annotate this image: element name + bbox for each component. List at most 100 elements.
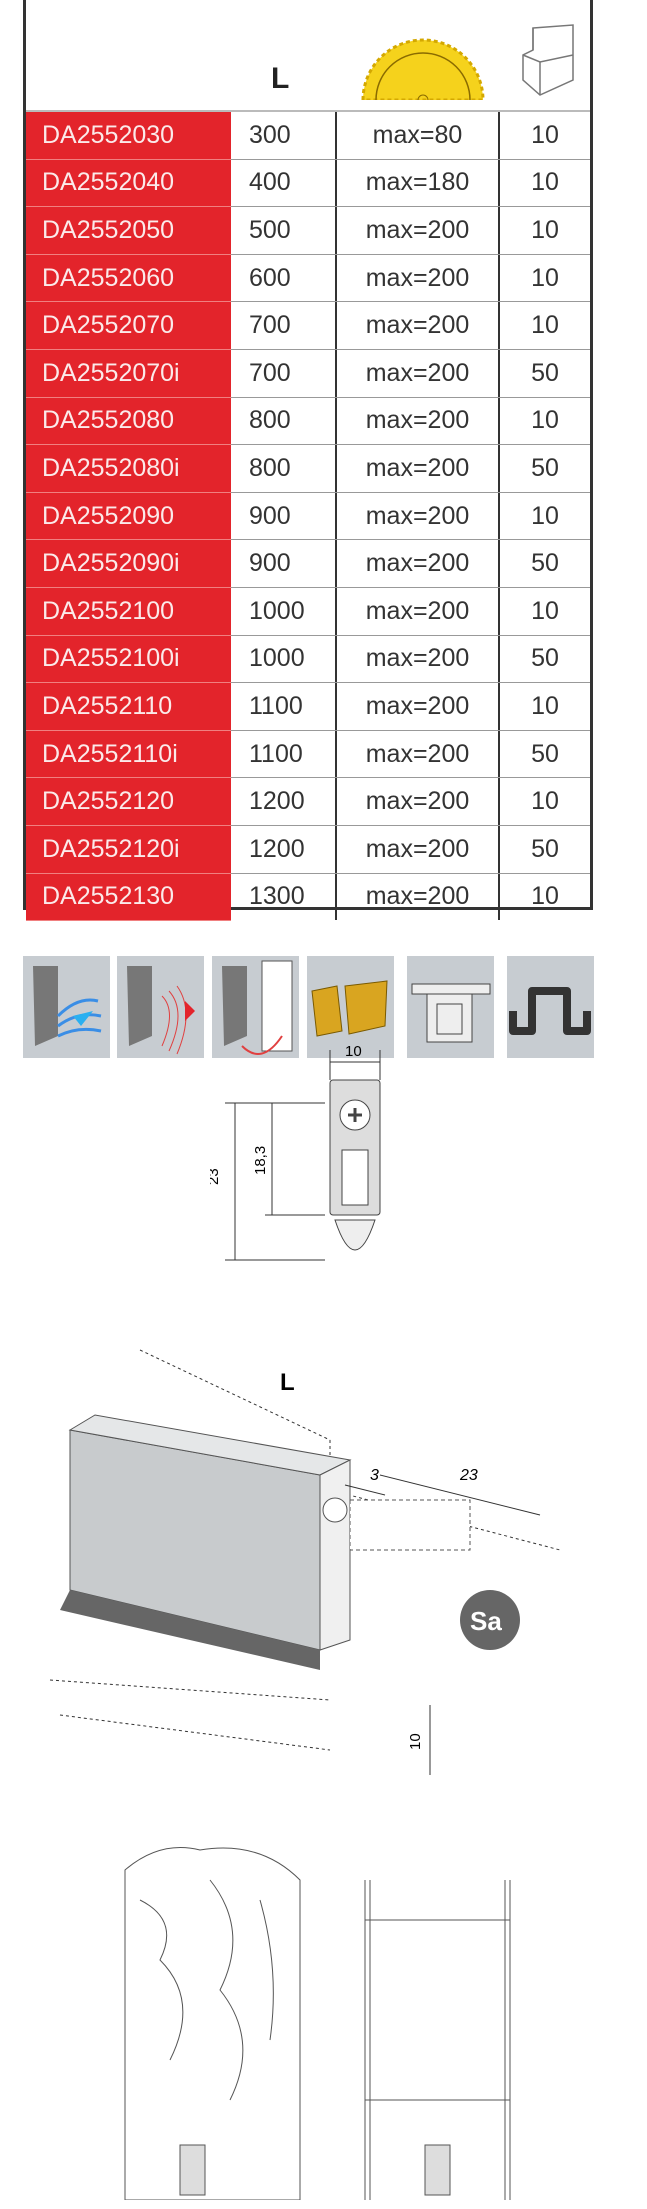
table-row: DA2552080 800 max=200 10 [26, 397, 590, 446]
length-header: L [271, 62, 290, 95]
article-number-cell: DA2552060 [26, 254, 231, 303]
cut-length-cell: max=200 [335, 254, 500, 302]
cut-length-cell: max=200 [335, 635, 500, 683]
cut-length-cell: max=200 [335, 730, 500, 778]
profile-width-dim: 10 [345, 1043, 362, 1060]
article-number-cell: DA2552100i [26, 635, 231, 684]
cut-length-cell: max=200 [335, 778, 500, 825]
iso-offset-dim: 3 [370, 1467, 379, 1484]
article-number-cell: DA2552040 [26, 159, 231, 208]
pack-quantity-cell: 50 [531, 549, 559, 578]
iso-length-dim: L [280, 1369, 295, 1396]
length-cell: 1100 [249, 739, 303, 768]
feature-icons-row [23, 956, 598, 1058]
cut-length-cell: max=200 [335, 445, 500, 492]
length-cell: 600 [249, 263, 291, 292]
length-cell: 700 [249, 358, 291, 387]
pack-quantity-cell: 10 [531, 263, 559, 292]
pack-quantity-cell: 50 [531, 739, 559, 768]
article-number-cell: DA2552100 [26, 587, 231, 636]
pack-quantity-cell: 10 [531, 787, 559, 816]
cut-length-cell: max=80 [335, 112, 500, 159]
length-cell: 1100 [249, 691, 303, 720]
article-number-cell: DA2552090i [26, 540, 231, 588]
table-row: DA2552060 600 max=200 10 [26, 254, 590, 303]
iso-drop-dim: 10 [407, 1733, 424, 1750]
cut-length-cell: max=200 [335, 207, 500, 254]
isometric-mounting-drawing: L 3 23 10 Sa [49, 1349, 561, 1775]
length-cell: 1200 [249, 834, 305, 863]
article-number-cell: DA2552110i [26, 730, 231, 779]
cut-length-cell: max=200 [335, 540, 500, 587]
draught-seal-icon [23, 956, 110, 1058]
cut-length-cell: max=200 [335, 349, 500, 397]
article-number-cell: DA2552070i [26, 349, 231, 398]
length-cell: 1000 [249, 596, 305, 625]
aluminium-frame-icon [407, 956, 494, 1058]
profile-inner-height-dim: 18,3 [252, 1146, 269, 1175]
article-number-cell: DA2552130 [26, 873, 231, 922]
length-cell: 1300 [249, 882, 305, 911]
pack-quantity-cell: 50 [531, 453, 559, 482]
length-cell: 900 [249, 501, 291, 530]
length-cell: 400 [249, 168, 291, 197]
length-cell: 800 [249, 453, 291, 482]
cut-length-cell: max=200 [335, 683, 500, 730]
pack-quantity-cell: 10 [531, 882, 559, 911]
door-closing-icon [212, 956, 299, 1058]
length-cell: 1200 [249, 787, 305, 816]
article-number-cell: DA2552120 [26, 778, 231, 826]
profile-height-dim: 23 [210, 1168, 222, 1185]
article-number-cell: DA2552110 [26, 683, 231, 731]
table-row: DA2552090 900 max=200 10 [26, 492, 590, 541]
article-number-cell: DA2552080 [26, 397, 231, 446]
article-number-cell: DA2552090 [26, 492, 231, 541]
pack-quantity-cell: 10 [531, 120, 559, 149]
table-row: DA2552090i 900 max=200 50 [26, 540, 590, 588]
table-row: DA2552110i 1100 max=200 50 [26, 730, 590, 779]
length-cell: 900 [249, 549, 291, 578]
installation-drawings [124, 1847, 511, 2200]
article-number-cell: DA2552050 [26, 207, 231, 255]
pack-quantity-cell: 10 [531, 168, 559, 197]
wood-door-icon [307, 956, 394, 1058]
length-cell: 300 [249, 120, 291, 149]
pack-quantity-cell: 50 [531, 834, 559, 863]
saw-blade-icon [361, 38, 485, 100]
table-row: DA2552050 500 max=200 10 [26, 207, 590, 255]
table-row: DA2552070i 700 max=200 50 [26, 349, 590, 398]
sa-badge: Sa [470, 1606, 502, 1636]
u-profile-icon [507, 956, 594, 1058]
pack-quantity-cell: 50 [531, 358, 559, 387]
table-row: DA2552120 1200 max=200 10 [26, 778, 590, 826]
pack-quantity-cell: 50 [531, 644, 559, 673]
article-number-cell: DA2552030 [26, 112, 231, 160]
cut-length-cell: max=200 [335, 825, 500, 873]
cut-length-cell: max=200 [335, 397, 500, 445]
table-row: DA2552100i 1000 max=200 50 [26, 635, 590, 684]
cut-length-cell: max=200 [335, 873, 500, 921]
table-header: L [26, 0, 590, 112]
length-cell: 700 [249, 311, 291, 340]
length-cell: 500 [249, 215, 291, 244]
pack-quantity-cell: 10 [531, 596, 559, 625]
cut-length-cell: max=200 [335, 587, 500, 635]
table-row: DA2552080i 800 max=200 50 [26, 445, 590, 493]
sound-insulation-icon [117, 956, 204, 1058]
pack-quantity-cell: 10 [531, 215, 559, 244]
pack-quantity-cell: 10 [531, 406, 559, 435]
iso-depth-dim: 23 [459, 1467, 478, 1484]
length-cell: 800 [249, 406, 291, 435]
article-number-cell: DA2552080i [26, 445, 231, 493]
profile-cross-section-drawing: 10 23 18,3 [210, 1043, 381, 1261]
pack-quantity-cell: 10 [531, 501, 559, 530]
cut-length-cell: max=200 [335, 492, 500, 540]
packaging-box-icon [522, 24, 574, 96]
table-row: DA2552130 1300 max=200 10 [26, 873, 590, 922]
pack-quantity-cell: 10 [531, 311, 559, 340]
length-cell: 1000 [249, 644, 305, 673]
